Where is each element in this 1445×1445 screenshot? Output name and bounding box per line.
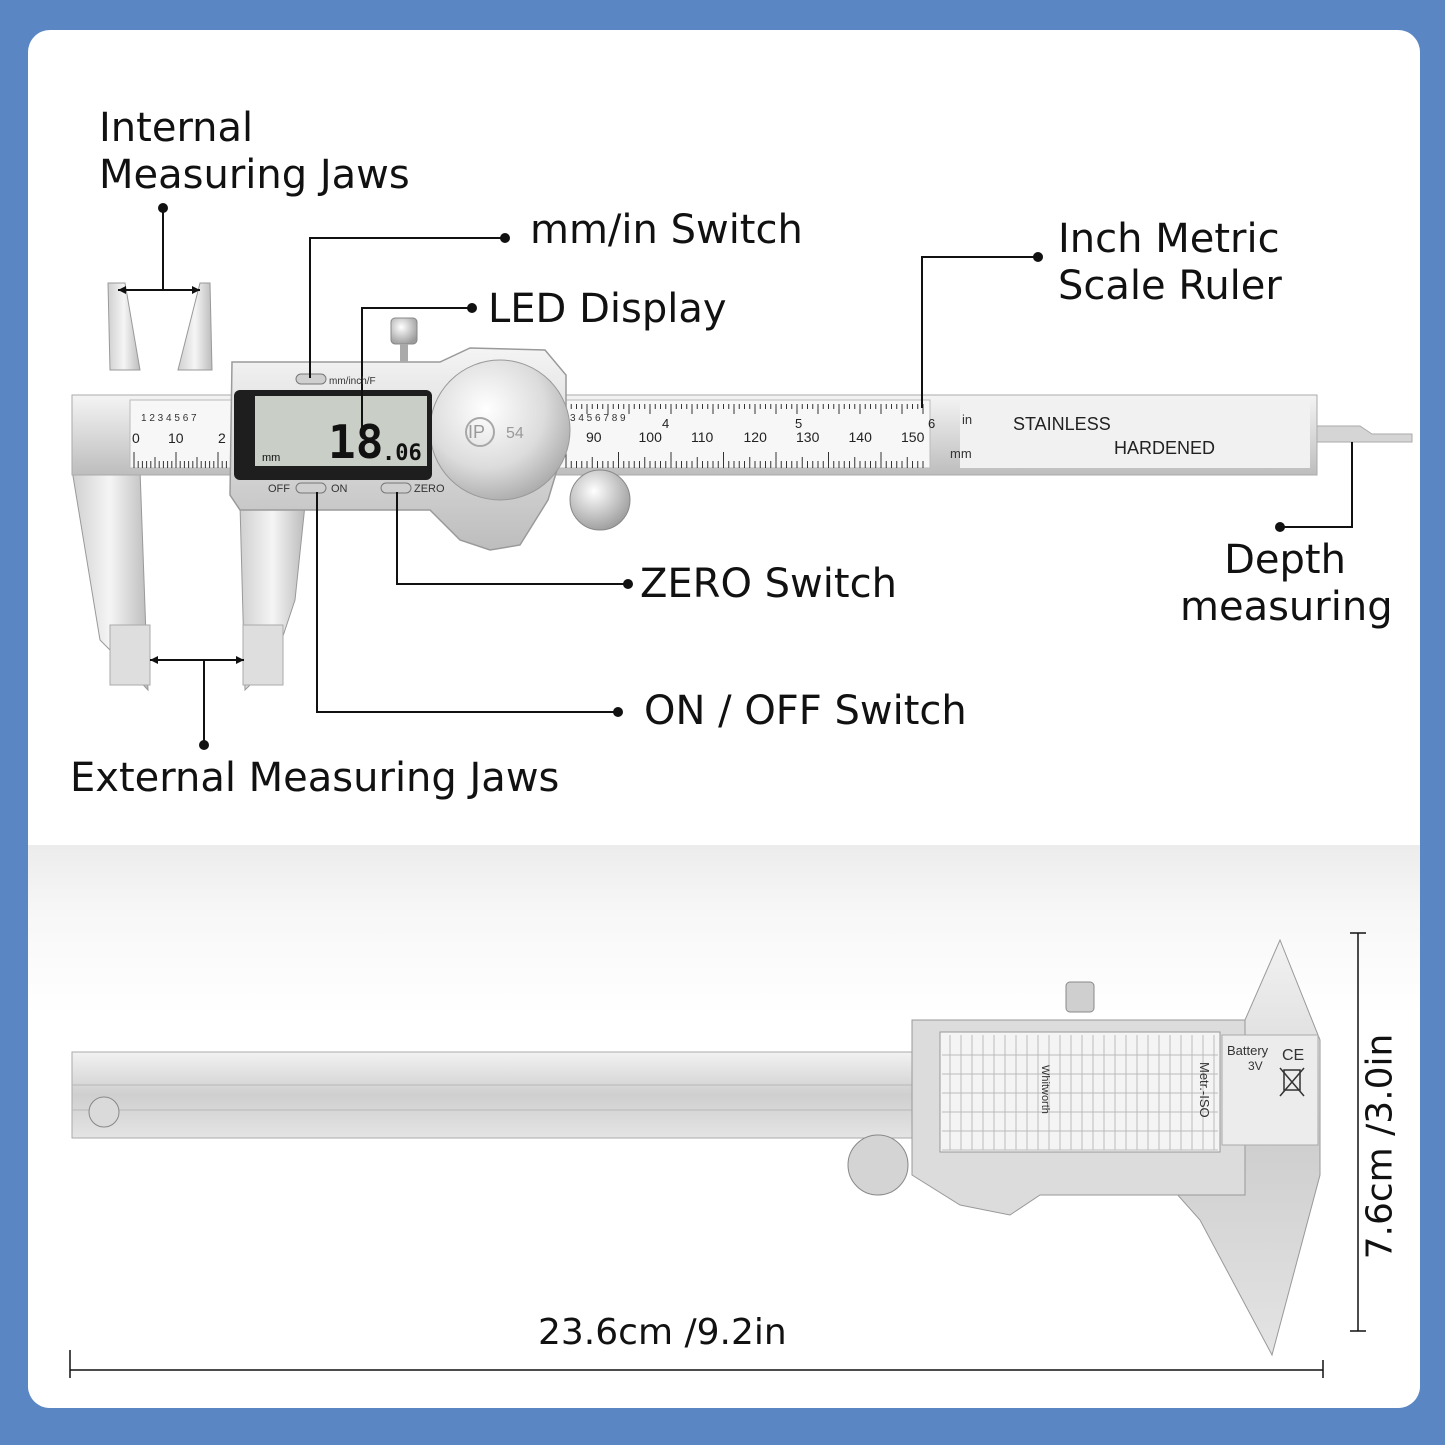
inch-scale-label: in — [962, 412, 972, 427]
zero-switch-label: ZERO Switch — [640, 561, 897, 607]
mm-number: 110 — [691, 429, 714, 445]
side-beam — [71, 1051, 943, 1139]
unit-button-label: mm/inch/F — [329, 376, 376, 387]
battery-voltage: 3V — [1248, 1059, 1263, 1073]
external-jaws-label: External Measuring Jaws — [70, 755, 560, 801]
height-dimension: 7.6cm /3.0in — [1359, 1033, 1401, 1260]
ip-rating: IP — [468, 422, 485, 442]
inch-metric-ruler-label: Inch Metric Scale Ruler — [1058, 216, 1282, 310]
inch-metric-line2: Scale Ruler — [1058, 263, 1282, 309]
lcd-decimal: .06 — [382, 441, 422, 466]
thread-table-sub: Whitworth — [1039, 1065, 1051, 1114]
mm-number: 2 — [218, 430, 226, 446]
thread-table-title: Metr.-ISO — [1197, 1062, 1212, 1118]
depth-rod — [1316, 425, 1413, 443]
length-dimension: 23.6cm /9.2in — [538, 1312, 787, 1353]
off-label: OFF — [268, 483, 290, 495]
led-display-label: LED Display — [488, 286, 727, 332]
inch-number: 5 — [795, 416, 802, 431]
internal-jaw-fixed — [107, 282, 141, 371]
mm-number: 140 — [849, 429, 873, 445]
lcd-value: 18 — [328, 415, 383, 469]
lcd-screen — [255, 396, 427, 466]
on-off-button — [295, 482, 327, 494]
inch-metric-line1: Inch Metric — [1058, 216, 1280, 262]
inch-minor-left: 1 2 3 4 5 6 7 — [141, 413, 197, 424]
mm-number: 100 — [639, 429, 663, 445]
inch-minor-right: 3 4 5 6 7 8 9 — [570, 413, 626, 424]
mm-number: 0 — [132, 430, 140, 446]
battery-label: Battery — [1227, 1043, 1269, 1058]
mm-number: 130 — [796, 429, 820, 445]
internal-jaws-line2: Measuring Jaws — [99, 152, 410, 198]
mm-number: 120 — [744, 429, 768, 445]
inch-number: 6 — [928, 416, 935, 431]
lcd-unit: mm — [262, 452, 280, 464]
mm-number: 10 — [168, 430, 184, 446]
mm-number: 90 — [586, 429, 602, 445]
inch-number: 4 — [662, 416, 669, 431]
battery-plate — [1221, 1034, 1319, 1146]
depth-line2: measuring — [1180, 584, 1393, 630]
internal-jaw-moving — [177, 282, 213, 371]
thread-table-plate — [939, 1031, 1221, 1153]
internal-jaws-label: Internal Measuring Jaws — [99, 105, 410, 199]
zero-label: ZERO — [414, 483, 445, 495]
mm-scale-label: mm — [950, 446, 972, 461]
mm-in-switch-label: mm/in Switch — [530, 207, 803, 253]
side-screw — [88, 1096, 120, 1128]
mm-number: 150 — [901, 429, 925, 445]
ip-number: 54 — [506, 425, 524, 442]
side-roller — [847, 1134, 909, 1196]
internal-jaws-line1: Internal — [99, 105, 254, 151]
on-off-switch-label: ON / OFF Switch — [644, 688, 967, 734]
ce-mark: CE — [1282, 1047, 1304, 1064]
depth-line1: Depth — [1224, 537, 1346, 583]
hardened-text: HARDENED — [1114, 438, 1215, 458]
fine-adjust-wheel — [569, 469, 631, 531]
stainless-text: STAINLESS — [1013, 414, 1111, 434]
bin-icon — [1279, 1067, 1305, 1097]
depth-measuring-label: Depth measuring — [1180, 537, 1393, 631]
on-label: ON — [331, 483, 348, 495]
